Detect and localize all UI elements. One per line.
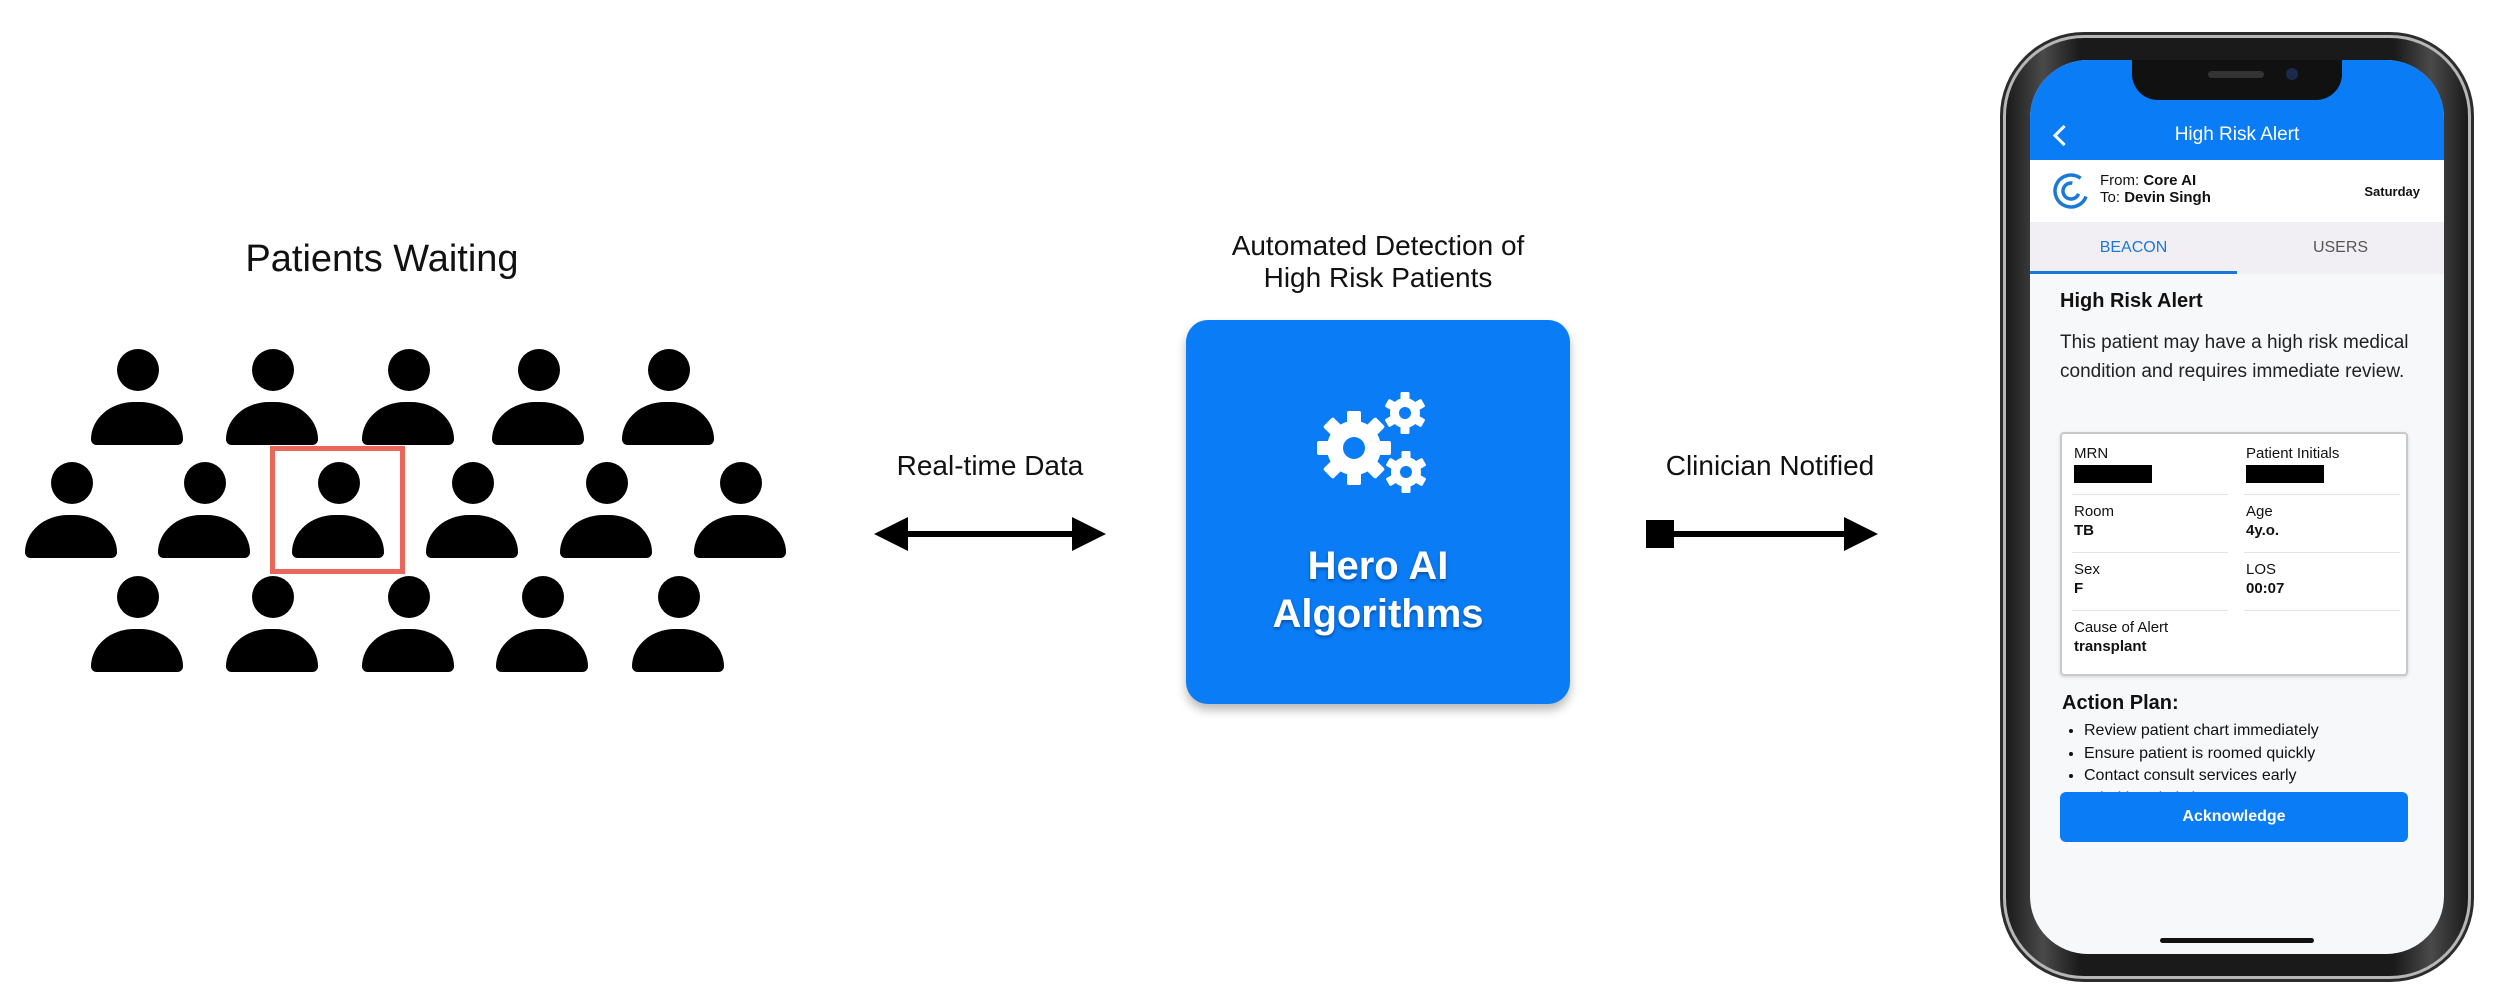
- los-field: LOS 00:07: [2246, 560, 2406, 598]
- person-icon: [362, 349, 454, 447]
- room-field: Room TB: [2074, 502, 2234, 540]
- alert-title: High Risk Alert: [2060, 290, 2203, 312]
- person-icon: [226, 576, 318, 674]
- los-label: LOS: [2246, 561, 2277, 578]
- initials-label: Patient Initials: [2246, 445, 2340, 462]
- patient-details-card: MRN Patient Initials Room TB Age 4y.o.: [2060, 432, 2408, 676]
- from-to: From: Core AI To: Devin Singh: [2100, 172, 2211, 206]
- person-icon: [492, 349, 584, 447]
- bidirectional-arrow: [874, 517, 1106, 551]
- sex-field: Sex F: [2074, 560, 2234, 598]
- from-label: From:: [2100, 172, 2140, 189]
- person-icon: [91, 576, 183, 674]
- person-icon: [560, 462, 652, 560]
- action-item: Ensure patient is roomed quickly: [2084, 743, 2325, 766]
- ai-caption-line1: Automated Detection of: [1231, 230, 1525, 261]
- person-icon: [632, 576, 724, 674]
- from-value: Core AI: [2143, 172, 2197, 189]
- sex-value: F: [2074, 580, 2084, 597]
- phone-notch: [2132, 60, 2342, 100]
- person-icon: [362, 576, 454, 674]
- action-item: Contact consult services early: [2084, 765, 2325, 788]
- cause-field: Cause of Alert transplant: [2074, 618, 2234, 656]
- initials-redacted: [2246, 465, 2324, 483]
- action-plan-title: Action Plan:: [2062, 692, 2179, 714]
- action-item: Review patient chart immediately: [2084, 720, 2325, 743]
- person-icon: [496, 576, 588, 674]
- initials-field: Patient Initials: [2246, 444, 2406, 483]
- message-meta: From: Core AI To: Devin Singh Saturday: [2030, 160, 2444, 223]
- hero-ai-algorithms-box: Hero AI Algorithms: [1186, 320, 1570, 704]
- person-icon: [91, 349, 183, 447]
- sex-label: Sex: [2074, 561, 2100, 578]
- to-label: To:: [2100, 189, 2121, 206]
- home-indicator: [2160, 938, 2314, 943]
- mrn-field: MRN: [2074, 444, 2234, 483]
- person-icon: [25, 462, 117, 560]
- ai-name: Hero AI Algorithms: [1186, 542, 1570, 638]
- tab-bar: BEACON USERS: [2030, 222, 2444, 274]
- acknowledge-button[interactable]: Acknowledge: [2060, 792, 2408, 842]
- room-label: Room: [2074, 503, 2115, 520]
- mrn-redacted: [2074, 465, 2152, 483]
- age-field: Age 4y.o.: [2246, 502, 2406, 540]
- cause-value: transplant: [2074, 638, 2147, 655]
- realtime-data-label: Real-time Data: [896, 450, 1084, 481]
- phone-mockup: High Risk Alert From: Core AI To: Devin …: [2006, 38, 2468, 976]
- ai-caption: Automated Detection of High Risk Patient…: [1168, 230, 1588, 294]
- ai-name-line1: Hero AI: [1307, 544, 1449, 588]
- person-icon-highlighted: [292, 462, 384, 560]
- header-title: High Risk Alert: [2174, 124, 2300, 145]
- person-icon: [622, 349, 714, 447]
- person-icon: [426, 462, 518, 560]
- age-value: 4y.o.: [2246, 522, 2280, 539]
- alert-message: This patient may have a high risk medica…: [2060, 332, 2409, 382]
- person-icon: [226, 349, 318, 447]
- selected-patient-highlight: [270, 446, 405, 574]
- person-icon: [158, 462, 250, 560]
- mrn-label: MRN: [2074, 445, 2109, 462]
- patients-waiting-title: Patients Waiting: [245, 238, 519, 280]
- ai-name-line2: Algorithms: [1272, 592, 1484, 636]
- age-label: Age: [2246, 503, 2273, 520]
- core-ai-logo-icon: [2053, 173, 2089, 209]
- cause-label: Cause of Alert: [2074, 619, 2169, 636]
- room-value: TB: [2074, 522, 2094, 539]
- message-day: Saturday: [2364, 184, 2420, 199]
- to-value: Devin Singh: [2124, 189, 2211, 206]
- clinician-notified-label: Clinician Notified: [1665, 450, 1875, 481]
- gears-icon: [1317, 392, 1426, 493]
- los-value: 00:07: [2246, 580, 2285, 597]
- tab-users[interactable]: USERS: [2312, 239, 2369, 256]
- ai-caption-line2: High Risk Patients: [1263, 262, 1493, 293]
- person-icon: [694, 462, 786, 560]
- phone-screen: High Risk Alert From: Core AI To: Devin …: [2030, 60, 2444, 954]
- notify-arrow: [1646, 517, 1878, 551]
- tab-beacon[interactable]: BEACON: [2030, 222, 2237, 274]
